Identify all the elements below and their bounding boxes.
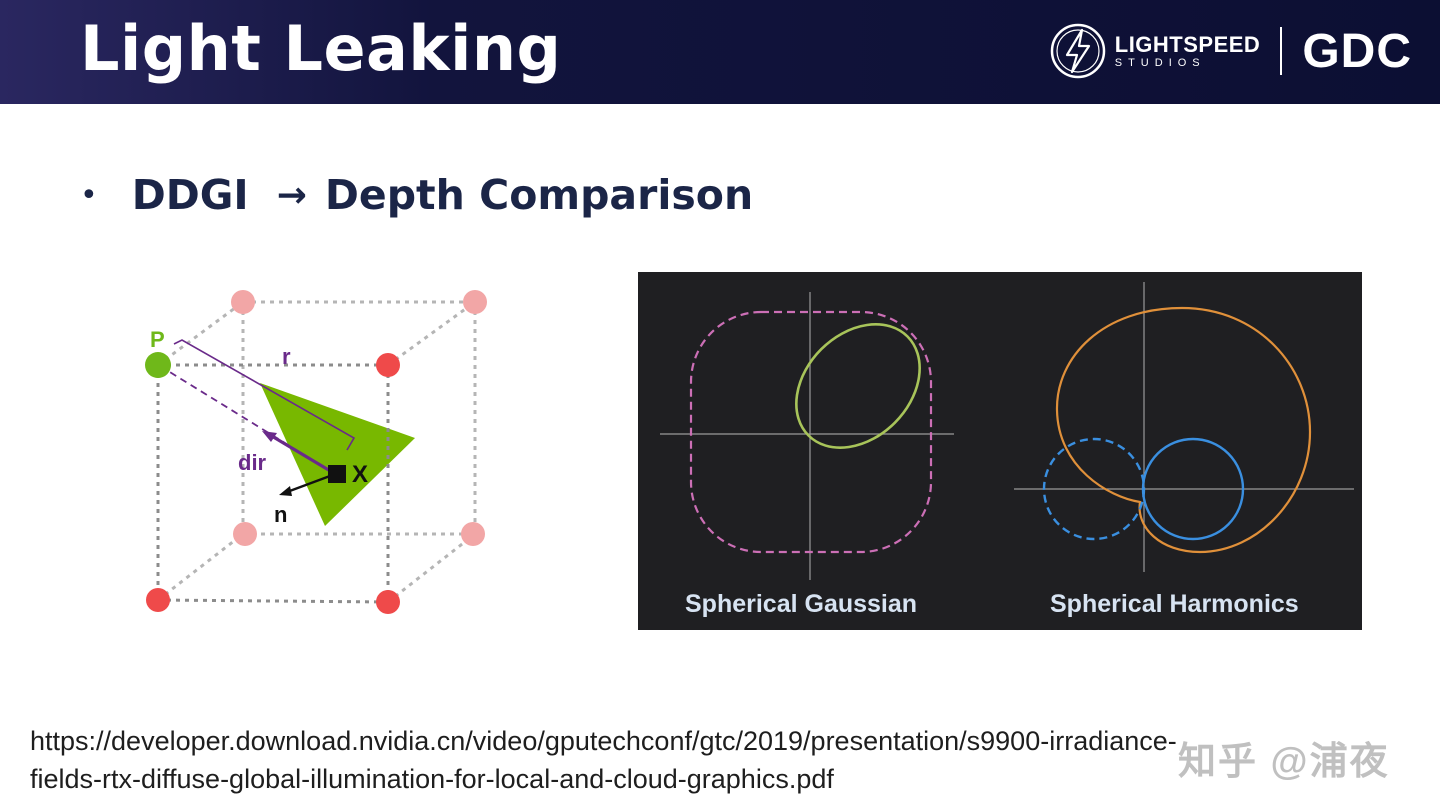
probe-cage-diagram: P r dir X n	[145, 290, 487, 614]
lightspeed-wordmark: LIGHTSPEED	[1114, 31, 1261, 57]
lightspeed-logo: LIGHTSPEED STUDIOS	[1049, 22, 1261, 80]
lightning-bolt-icon	[1050, 23, 1105, 79]
cage-back-edges	[157, 300, 477, 604]
cage-front-edges	[156, 363, 390, 604]
sh-plot	[1014, 282, 1354, 572]
label-x: X	[352, 461, 368, 488]
reference-url-line-2[interactable]: fields-rtx-diffuse-global-illumination-f…	[30, 764, 834, 794]
reference-url-line-1[interactable]: https://developer.download.nvidia.cn/vid…	[30, 726, 1177, 756]
slide-title: Light Leaking	[80, 12, 562, 85]
probe-corner-top-back-left	[231, 290, 255, 314]
label-dir: dir	[238, 450, 267, 475]
probe-corner-bottom-back-right	[461, 522, 485, 546]
normal-arrow	[286, 474, 331, 494]
bullet-point: • DDGI → Depth Comparison	[80, 170, 753, 220]
reference-link[interactable]: https://developer.download.nvidia.cn/vid…	[30, 722, 1370, 798]
bullet-dot-icon: •	[80, 177, 98, 213]
label-r: r	[282, 344, 291, 369]
brand-logos: LIGHTSPEED STUDIOS GDC	[1049, 20, 1412, 82]
dir-arrow	[269, 433, 333, 474]
lobe-comparison-panel: Spherical Gaussian Spherical Harmonics	[638, 272, 1362, 630]
sh-blue-negative-lobe	[1042, 437, 1146, 541]
normal-arrowhead-icon	[279, 486, 292, 496]
logo-divider	[1280, 27, 1283, 75]
probe-p	[145, 352, 171, 378]
probe-corner-top-back-right	[463, 290, 487, 314]
label-n: n	[274, 502, 287, 527]
caption-spherical-gaussian: Spherical Gaussian	[685, 590, 918, 618]
bullet-depth-comparison: Depth Comparison	[324, 171, 754, 219]
sg-dashed-lobe	[689, 310, 933, 554]
probe-corner-bottom-front-left	[146, 588, 170, 612]
title-bar: Light Leaking LIGHTSPEED STUDIOS GDC	[0, 0, 1440, 104]
shading-point-marker	[328, 465, 346, 483]
bullet-ddgi: DDGI	[131, 171, 249, 219]
label-p: P	[150, 327, 165, 352]
gdc-logo: GDC	[1302, 24, 1412, 78]
sh-orange-lobe	[1055, 306, 1312, 554]
probe-corner-bottom-front-right	[376, 590, 400, 614]
studios-wordmark: STUDIOS	[1114, 56, 1206, 69]
dir-arrowhead-icon	[262, 431, 277, 442]
sg-plot	[660, 292, 954, 580]
lobe-plots	[660, 282, 1354, 580]
probe-corner-top-front-right	[376, 353, 400, 377]
caption-spherical-harmonics: Spherical Harmonics	[1050, 590, 1299, 618]
sg-green-lobe	[795, 323, 921, 449]
distance-bracket	[173, 339, 356, 451]
probe-corner-bottom-back-left	[233, 522, 257, 546]
watermark: 知乎 @浦夜	[1178, 741, 1390, 783]
geometry-triangle	[260, 383, 415, 526]
right-arrow-icon: →	[276, 174, 307, 216]
